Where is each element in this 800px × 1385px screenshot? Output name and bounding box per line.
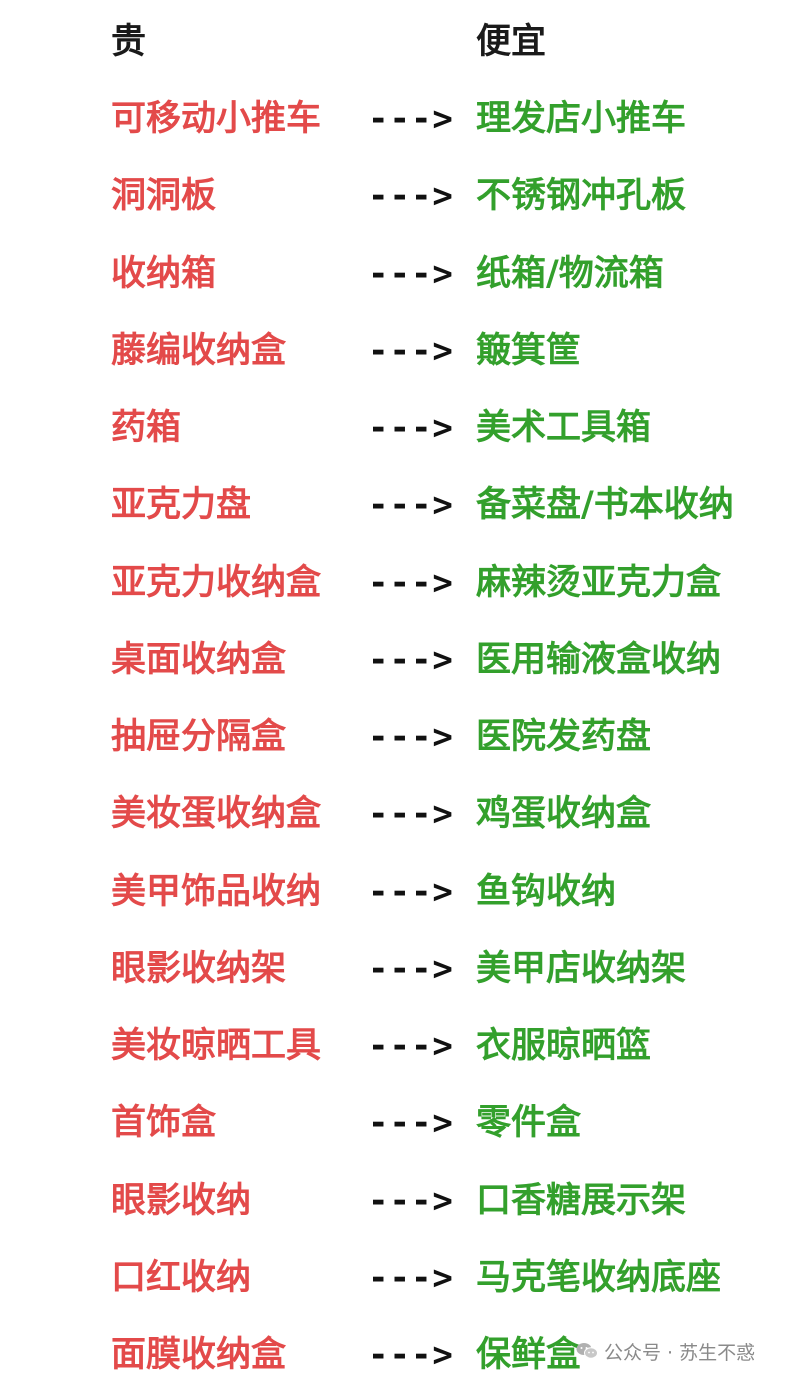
comparison-row: 眼影收纳架 ---> 美甲店收纳架 [0,939,800,999]
header-expensive-label: 贵 [111,22,147,62]
cheap-item: 不锈钢冲孔板 [476,176,687,217]
cheap-item: 麻辣烫亚克力盒 [476,562,722,603]
expensive-item: 首饰盒 [111,1103,217,1144]
arrow-separator: ---> [368,1026,454,1066]
comparison-row: 眼影收纳 ---> 口香糖展示架 [0,1171,800,1231]
cheap-item: 零件盒 [476,1103,582,1144]
arrow-separator: ---> [368,485,454,526]
arrow-separator: ---> [368,794,454,835]
arrow-separator: ---> [368,253,454,294]
arrow-separator: ---> [368,871,454,912]
wechat-icon [576,1343,598,1359]
comparison-row: 亚克力收纳盒 ---> 麻辣烫亚克力盒 [0,553,800,613]
watermark-text: 公众号 · 苏生不惑 [604,1341,756,1364]
cheap-item: 医用输液盒收纳 [476,639,722,680]
expensive-item: 美妆晾晒工具 [111,1026,322,1066]
cheap-item: 医院发药盘 [476,717,652,757]
arrow-separator: ---> [368,176,454,217]
expensive-item: 药箱 [111,408,182,448]
cheap-item: 簸箕筐 [476,330,582,371]
arrow-separator: ---> [368,1103,454,1144]
arrow-separator: ---> [368,717,454,757]
cheap-item: 马克笔收纳底座 [476,1257,722,1298]
arrow-separator: ---> [368,1180,454,1221]
cheap-item: 保鲜盒 [476,1335,582,1375]
expensive-item: 抽屉分隔盒 [111,717,287,757]
comparison-row: 收纳箱 ---> 纸箱/物流箱 [0,244,800,304]
expensive-item: 亚克力盘 [111,485,252,526]
comparison-row: 口红收纳 ---> 马克笔收纳底座 [0,1248,800,1308]
arrow-separator: ---> [368,1257,454,1298]
expensive-item: 面膜收纳盒 [111,1335,287,1375]
cheap-item: 鱼钩收纳 [476,871,617,912]
cheap-item: 美术工具箱 [476,408,652,448]
comparison-row: 药箱 ---> 美术工具箱 [0,398,800,458]
arrow-separator: ---> [368,330,454,371]
expensive-item: 眼影收纳架 [111,948,287,989]
expensive-item: 美甲饰品收纳 [111,871,322,912]
cheap-item: 纸箱/物流箱 [476,253,664,294]
arrow-separator: ---> [368,639,454,680]
watermark: 公众号 · 苏生不惑 [576,1334,755,1368]
expensive-item: 口红收纳 [111,1257,252,1298]
comparison-row: 桌面收纳盒 ---> 医用输液盒收纳 [0,630,800,690]
expensive-item: 桌面收纳盒 [111,639,287,680]
cheap-item: 口香糖展示架 [476,1180,687,1221]
cheap-item: 备菜盘/书本收纳 [476,485,734,526]
comparison-row: 亚克力盘 ---> 备菜盘/书本收纳 [0,475,800,535]
comparison-row: 面膜收纳盒 ---> 保鲜盒 [0,1325,800,1385]
arrow-separator: ---> [368,408,454,448]
expensive-item: 洞洞板 [111,176,217,217]
arrow-separator: ---> [368,1335,454,1375]
header-row: 贵 便宜 [0,12,800,72]
cheap-item: 美甲店收纳架 [476,948,687,989]
cheap-item: 理发店小推车 [476,99,687,139]
expensive-item: 藤编收纳盒 [111,330,287,371]
cheap-item: 衣服晾晒篮 [476,1026,652,1066]
comparison-row: 可移动小推车 ---> 理发店小推车 [0,89,800,149]
comparison-row: 美妆蛋收纳盒 ---> 鸡蛋收纳盒 [0,784,800,844]
comparison-row: 洞洞板 ---> 不锈钢冲孔板 [0,166,800,226]
comparison-row: 首饰盒 ---> 零件盒 [0,1093,800,1153]
expensive-item: 亚克力收纳盒 [111,562,322,603]
header-cheap-label: 便宜 [476,22,547,62]
arrow-separator: ---> [368,562,454,603]
comparison-row: 美甲饰品收纳 ---> 鱼钩收纳 [0,862,800,922]
comparison-row: 藤编收纳盒 ---> 簸箕筐 [0,321,800,381]
arrow-separator: ---> [368,99,454,139]
comparison-row: 美妆晾晒工具 ---> 衣服晾晒篮 [0,1016,800,1076]
comparison-row: 抽屉分隔盒 ---> 医院发药盘 [0,707,800,767]
expensive-item: 眼影收纳 [111,1180,252,1221]
expensive-item: 美妆蛋收纳盒 [111,794,322,835]
arrow-separator: ---> [368,948,454,989]
expensive-item: 可移动小推车 [111,99,322,139]
expensive-item: 收纳箱 [111,253,217,294]
cheap-item: 鸡蛋收纳盒 [476,794,652,835]
